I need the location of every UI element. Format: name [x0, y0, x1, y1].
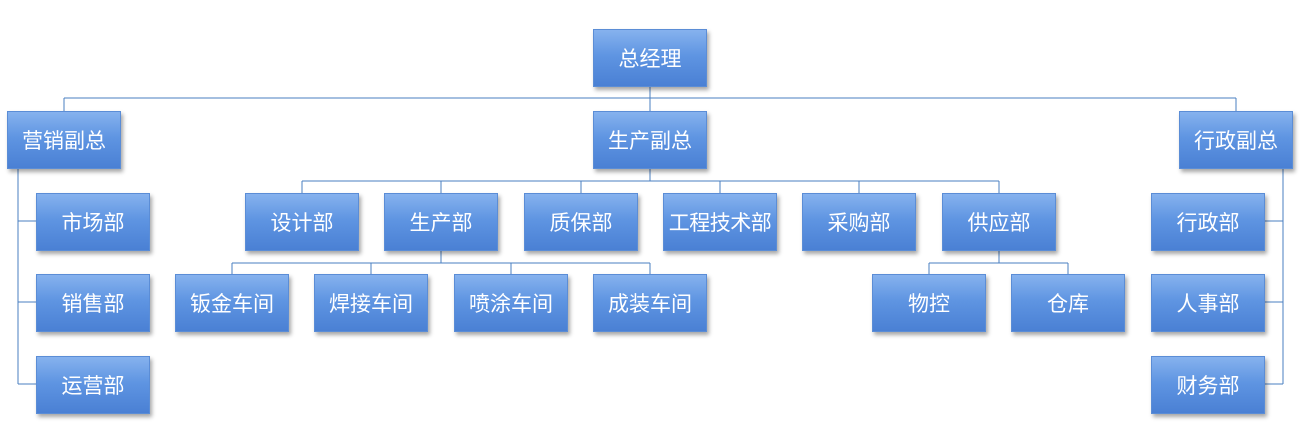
- node-material-control[interactable]: 物控: [872, 274, 986, 332]
- node-admin-dept[interactable]: 行政部: [1151, 193, 1265, 251]
- node-welding-workshop[interactable]: 焊接车间: [314, 274, 428, 332]
- node-hr-dept[interactable]: 人事部: [1151, 274, 1265, 332]
- node-sales-vp[interactable]: 营销副总: [7, 111, 121, 169]
- node-assembly-workshop[interactable]: 成装车间: [593, 274, 707, 332]
- node-market-dept[interactable]: 市场部: [36, 193, 150, 251]
- node-admin-vp[interactable]: 行政副总: [1179, 111, 1293, 169]
- node-operations-dept[interactable]: 运营部: [36, 356, 150, 414]
- node-design-dept[interactable]: 设计部: [245, 193, 359, 251]
- node-general-manager[interactable]: 总经理: [593, 29, 707, 87]
- node-purchasing-dept[interactable]: 采购部: [802, 193, 916, 251]
- node-engineering-dept[interactable]: 工程技术部: [663, 193, 777, 251]
- node-warehouse[interactable]: 仓库: [1011, 274, 1125, 332]
- node-quality-dept[interactable]: 质保部: [524, 193, 638, 251]
- node-production-dept[interactable]: 生产部: [384, 193, 498, 251]
- node-supply-dept[interactable]: 供应部: [942, 193, 1056, 251]
- node-production-vp[interactable]: 生产副总: [593, 111, 707, 169]
- node-sales-dept[interactable]: 销售部: [36, 274, 150, 332]
- node-painting-workshop[interactable]: 喷涂车间: [454, 274, 568, 332]
- node-sheet-metal-workshop[interactable]: 钣金车间: [175, 274, 289, 332]
- node-finance-dept[interactable]: 财务部: [1151, 356, 1265, 414]
